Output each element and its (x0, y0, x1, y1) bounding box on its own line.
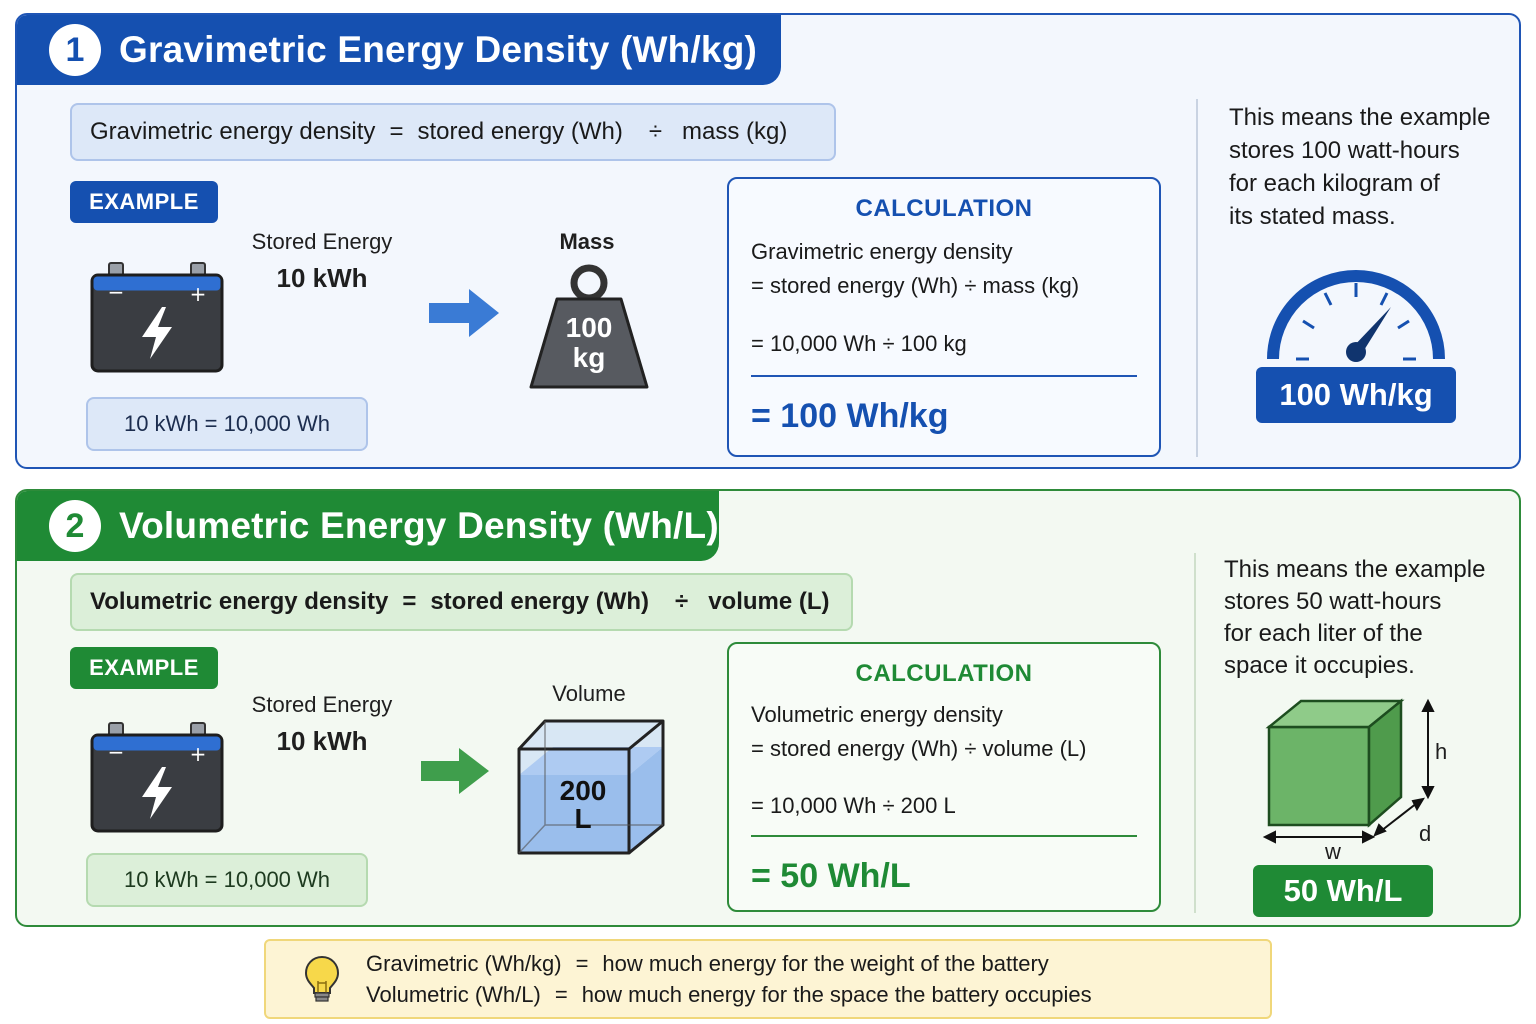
gauge-icon (1267, 270, 1445, 362)
explanation-line: for each liter of the (1224, 620, 1423, 647)
formula-term-mass: mass (kg) (682, 118, 788, 145)
calculation-divider (751, 375, 1137, 377)
formula-equals: = (402, 588, 417, 615)
calculation-result: = 50 Wh/L (751, 857, 911, 895)
depth-label: d (1419, 821, 1432, 846)
explanation-line: stores 100 watt-hours (1229, 137, 1460, 164)
explanation-text: This means the example stores 50 watt-ho… (1224, 554, 1514, 682)
stored-energy-label: Stored Energy (251, 229, 393, 254)
section-number-badge: 2 (49, 500, 101, 552)
calculation-divider (751, 835, 1137, 837)
battery-minus-sign: − (108, 280, 125, 304)
volume-value: 200 L (547, 777, 619, 833)
volumetric-title: Volumetric Energy Density (Wh/L) (119, 505, 719, 546)
explanation-line: space it occupies. (1224, 652, 1415, 679)
battery-minus-sign: − (108, 740, 125, 764)
calculation-line-2: = stored energy (Wh) ÷ mass (kg) (751, 273, 1080, 298)
formula-lhs: Gravimetric energy density (90, 118, 376, 145)
note-line-gravimetric: Gravimetric (Wh/kg) = how much energy for … (366, 951, 1049, 977)
arrow-right-icon (429, 289, 499, 337)
formula-term-energy: stored energy (Wh) (417, 118, 623, 145)
gravimetric-formula: Gravimetric energy density = stored ener… (70, 103, 836, 161)
gravimetric-panel: 1 Gravimetric Energy Density (Wh/kg) Gra… (15, 13, 1521, 469)
gravimetric-title-bar: 1 Gravimetric Energy Density (Wh/kg) (17, 15, 781, 85)
note-term: Volumetric (Wh/L) (366, 982, 541, 1007)
formula-term-volume: volume (L) (708, 588, 830, 615)
note-equals: = (554, 982, 568, 1007)
note-description: how much energy for the weight of the ba… (602, 951, 1049, 976)
example-badge: EXAMPLE (70, 647, 218, 689)
calculation-box: CALCULATION Volumetric energy density = … (727, 642, 1161, 912)
example-badge: EXAMPLE (70, 181, 218, 223)
calculation-title: CALCULATION (855, 195, 1033, 222)
formula-equals: = (389, 118, 404, 145)
explanation-line: its stated mass. (1229, 203, 1396, 230)
formula-divide: ÷ (648, 118, 663, 145)
formula-lhs: Volumetric energy density (90, 588, 389, 615)
calculation-box: CALCULATION Gravimetric energy density =… (727, 177, 1161, 457)
formula-term-energy: stored energy (Wh) (430, 588, 650, 615)
explanation-line: for each kilogram of (1229, 170, 1440, 197)
conversion-box: 10 kWh = 10,000 Wh (86, 853, 368, 907)
battery-plus-sign: + (190, 282, 207, 306)
calculation-line-2: = stored energy (Wh) ÷ volume (L) (751, 736, 1087, 761)
calculation-line-3: = 10,000 Wh ÷ 200 L (751, 793, 956, 818)
volume-value-unit: L (574, 803, 592, 834)
lightbulb-icon (304, 955, 340, 1002)
calculation-line-3: = 10,000 Wh ÷ 100 kg (751, 331, 967, 356)
note-line-volumetric: Volumetric (Wh/L) = how much energy for th… (366, 982, 1092, 1008)
battery-icon: − + (90, 722, 224, 833)
volumetric-title-bar: 2 Volumetric Energy Density (Wh/L) (17, 491, 719, 561)
section-number-badge: 1 (49, 24, 101, 76)
calculation-line-1: Gravimetric energy density (751, 239, 1013, 264)
battery-icon: − + (90, 262, 224, 373)
height-label: h (1435, 739, 1448, 764)
mass-value-number: 100 (565, 312, 613, 343)
mass-label: Mass (559, 229, 615, 254)
volumetric-formula: Volumetric energy density = stored energ… (70, 573, 853, 631)
volume-label: Volume (552, 681, 626, 706)
volume-cube-icon (517, 719, 665, 855)
width-label: w (1325, 839, 1341, 864)
stored-energy-label: Stored Energy (251, 692, 393, 717)
calculation-line-1: Volumetric energy density (751, 702, 1003, 727)
stored-energy-value: 10 kWh (276, 263, 368, 293)
weight-icon (529, 264, 649, 389)
volume-value-number: 200 (559, 775, 607, 806)
result-badge: 100 Wh/kg (1256, 367, 1456, 423)
note-description: how much energy for the space the batter… (581, 982, 1092, 1007)
calculation-title: CALCULATION (855, 660, 1033, 687)
volumetric-panel: 2 Volumetric Energy Density (Wh/L) Volum… (15, 489, 1521, 927)
explanation-line: This means the example (1229, 104, 1491, 131)
calculation-result: = 100 Wh/kg (751, 397, 949, 435)
section-divider (1194, 553, 1196, 913)
conversion-box: 10 kWh = 10,000 Wh (86, 397, 368, 451)
explanation-line: stores 50 watt-hours (1224, 588, 1442, 615)
explanation-line: This means the example (1224, 556, 1486, 583)
explanation-text: This means the example stores 100 watt-h… (1229, 101, 1519, 233)
summary-note: Gravimetric (Wh/kg) = how much energy for … (264, 939, 1272, 1019)
battery-plus-sign: + (190, 742, 207, 766)
dimension-box-icon (1262, 698, 1435, 844)
result-badge: 50 Wh/L (1253, 865, 1433, 917)
gravimetric-title: Gravimetric Energy Density (Wh/kg) (119, 29, 758, 70)
mass-value-unit: kg (572, 342, 606, 373)
stored-energy-value: 10 kWh (276, 726, 368, 756)
mass-value: 100 kg (537, 313, 641, 373)
section-divider (1196, 99, 1198, 457)
formula-divide: ÷ (675, 588, 689, 615)
note-term: Gravimetric (Wh/kg) (366, 951, 562, 976)
arrow-right-icon (421, 748, 489, 794)
note-equals: = (575, 951, 589, 976)
